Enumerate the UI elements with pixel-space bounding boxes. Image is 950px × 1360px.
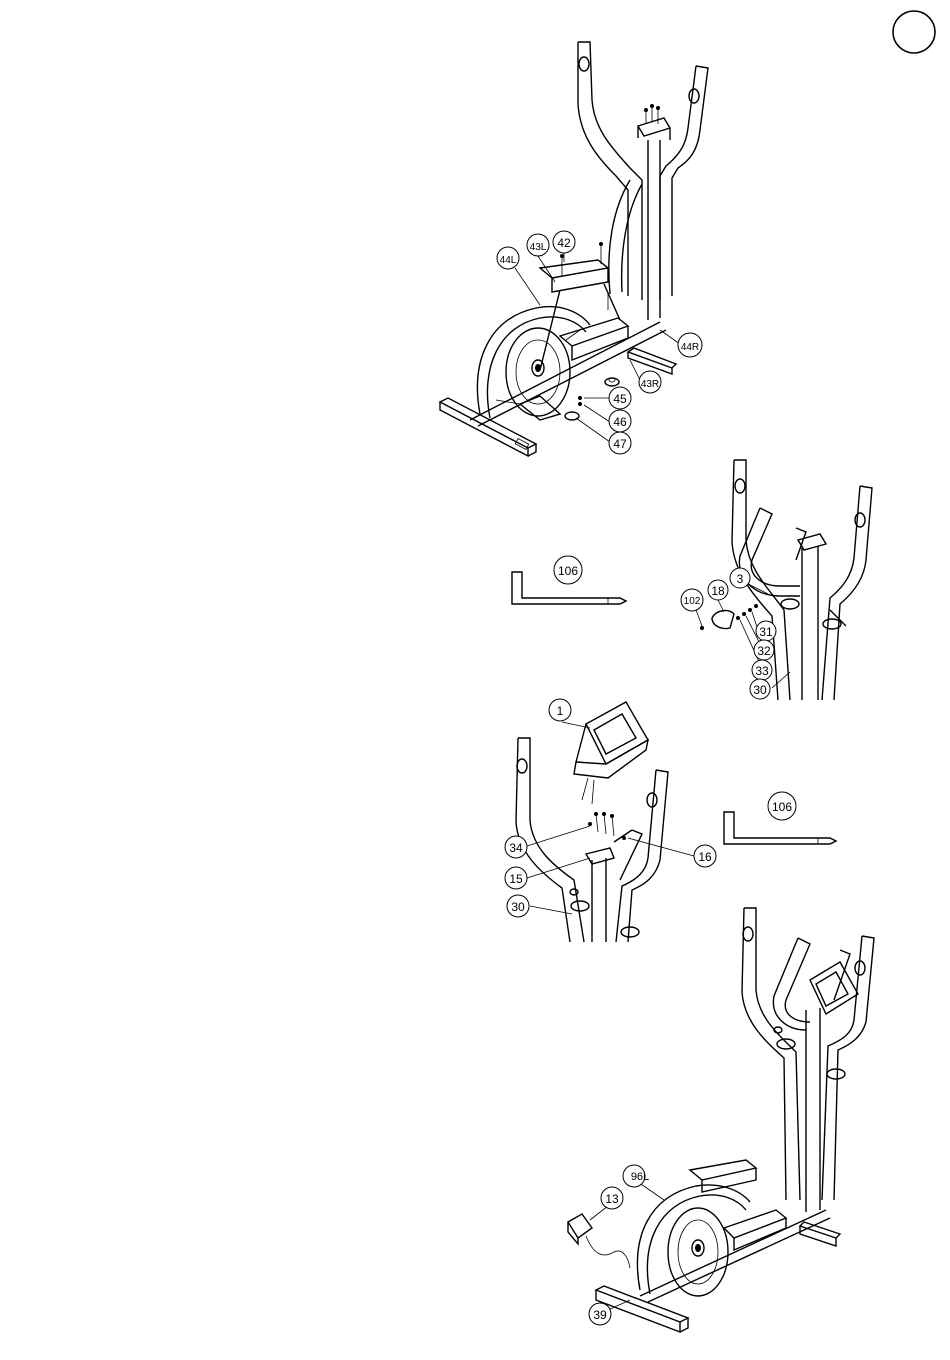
callout-31: 31 <box>756 621 776 641</box>
callout-45: 45 <box>609 387 631 409</box>
callout-18-text: 18 <box>711 584 725 598</box>
callout-44L-text: 44L <box>500 255 517 266</box>
callout-44R-text: 44R <box>681 342 699 353</box>
callout-34-text: 34 <box>509 841 523 855</box>
diagram-step3-console <box>516 702 668 942</box>
diagram-step4-assembled <box>568 908 874 1332</box>
callout-45-text: 45 <box>613 392 627 406</box>
callout-43L-text: 43L <box>530 242 547 253</box>
callout-30-step3: 30 <box>507 895 529 917</box>
callout-34: 34 <box>505 836 527 858</box>
step3-leader-lines <box>527 722 694 914</box>
callout-96L-text: 96L <box>631 1171 649 1183</box>
callout-13-text: 13 <box>605 1192 619 1206</box>
callout-46: 46 <box>609 410 631 432</box>
callout-30-step2-text: 30 <box>753 683 767 697</box>
callout-31-text: 31 <box>759 625 773 639</box>
callout-3-text: 3 <box>737 572 744 586</box>
callout-44L: 44L <box>497 247 519 269</box>
callout-102-text: 102 <box>684 596 701 607</box>
callout-96L: 96L <box>623 1165 649 1187</box>
callout-1-text: 1 <box>557 704 564 718</box>
callout-46-text: 46 <box>613 415 627 429</box>
diagram-step1-elliptical <box>440 42 708 456</box>
callout-18: 18 <box>708 580 728 600</box>
callout-43L: 43L <box>527 234 549 256</box>
callout-15: 15 <box>505 867 527 889</box>
callout-13: 13 <box>601 1187 623 1209</box>
callout-106-step3: 106 <box>768 792 796 820</box>
callout-39: 39 <box>589 1303 611 1325</box>
callout-42: 42 <box>553 231 575 253</box>
callout-43R: 43R <box>639 371 661 393</box>
callout-3: 3 <box>730 568 750 588</box>
callout-16-text: 16 <box>698 850 712 864</box>
callout-15-text: 15 <box>509 872 523 886</box>
callout-1: 1 <box>549 699 571 721</box>
callout-16: 16 <box>694 845 716 867</box>
callout-106-step2-text: 106 <box>558 564 578 578</box>
step-number-marker <box>893 11 935 53</box>
callout-30-step3-text: 30 <box>511 900 525 914</box>
callout-42-text: 42 <box>557 236 571 250</box>
callout-39-text: 39 <box>593 1308 607 1322</box>
callout-32-text: 32 <box>757 644 771 658</box>
step1-leader-lines <box>515 252 680 442</box>
callout-33: 33 <box>752 660 772 680</box>
callout-47: 47 <box>609 432 631 454</box>
callout-47-text: 47 <box>613 437 627 451</box>
callout-30-step2: 30 <box>750 679 770 699</box>
callout-32: 32 <box>754 640 774 660</box>
diagram-step2-handlebar <box>700 460 872 700</box>
callout-106-step3-text: 106 <box>772 800 792 814</box>
callout-106-step2: 106 <box>554 556 582 584</box>
callout-44R: 44R <box>678 333 702 357</box>
callout-33-text: 33 <box>755 664 769 678</box>
callout-102: 102 <box>681 589 703 611</box>
callout-43R-text: 43R <box>641 379 659 390</box>
